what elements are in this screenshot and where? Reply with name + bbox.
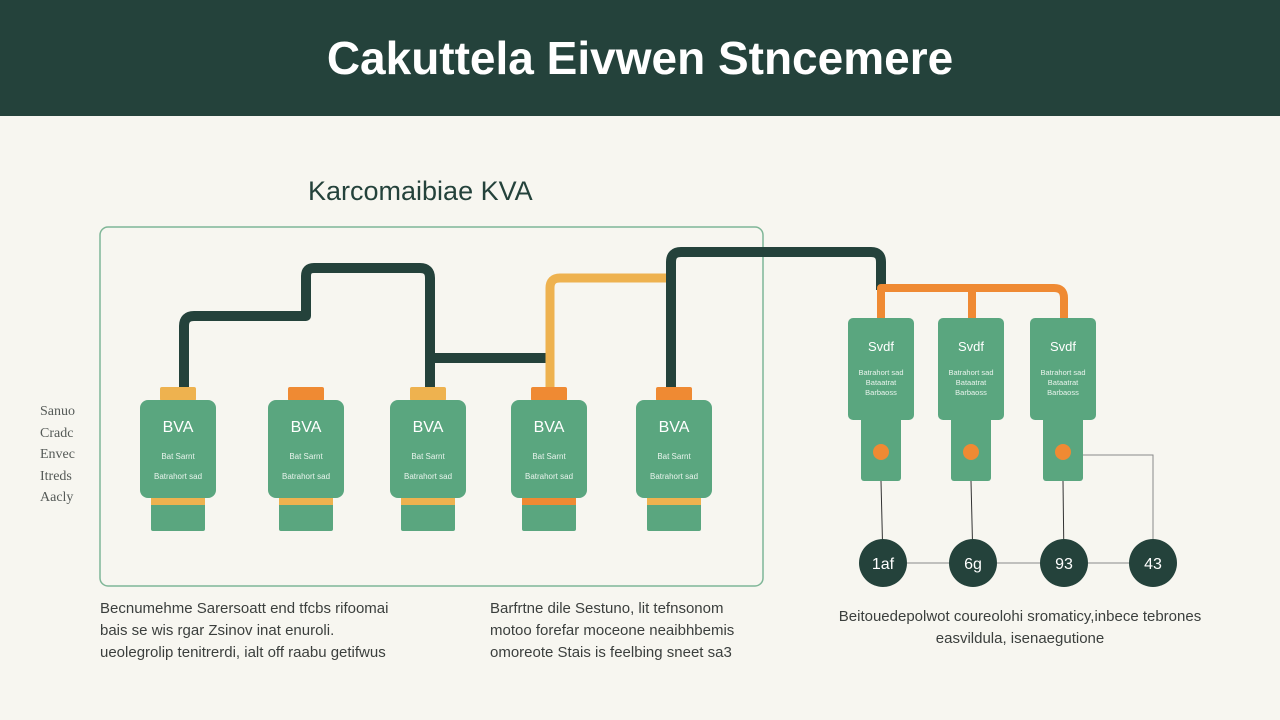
- diagram-title: Karcomaibiae KVA: [308, 176, 533, 206]
- unit-label: Svdf: [868, 339, 894, 354]
- module-label: BVA: [413, 419, 444, 436]
- node-circle: [949, 539, 997, 587]
- node-label: 6g: [964, 556, 982, 573]
- unit-sub-label: Batrahort sad: [1040, 368, 1085, 377]
- node-circle: [1040, 539, 1088, 587]
- unit-sub-label: Bataatrat: [866, 378, 897, 387]
- module-sub-label: Bat Sarnt: [161, 452, 195, 461]
- side-labels: Sanuo Cradc Envec Itreds Aacly: [40, 401, 75, 509]
- node-label: 93: [1055, 556, 1073, 573]
- module-sub-label: Batrahort sad: [404, 472, 452, 481]
- node: 1af: [859, 539, 907, 587]
- unit-indicator: [873, 444, 889, 460]
- module-sub-label: Batrahort sad: [282, 472, 330, 481]
- bus-line-orange: [877, 284, 1068, 320]
- module-cap: [160, 387, 196, 401]
- node-label: 43: [1144, 556, 1162, 573]
- side-label: Sanuo: [40, 404, 75, 419]
- node: 6g: [949, 539, 997, 587]
- module-body: [390, 400, 466, 498]
- module-band: [647, 496, 701, 505]
- caption-line: motoo forefar moceone neaibhbemis: [490, 622, 735, 639]
- node-circle: [1129, 539, 1177, 587]
- module-band: [522, 496, 576, 505]
- module-sub-label: Bat Sarnt: [411, 452, 445, 461]
- caption-right: Beitouedepolwot coureolohi sromaticy,inb…: [800, 606, 1240, 650]
- caption-middle: Barfrtne dile Sestuno, lit tefnsonom mot…: [490, 598, 734, 664]
- module-label: BVA: [659, 419, 690, 436]
- header-bar: Cakuttela Eivwen Stncemere: [0, 0, 1280, 116]
- unit-sub-label: Barbaoss: [1047, 388, 1079, 397]
- side-label: Cradc: [40, 425, 74, 441]
- unit-body: [848, 318, 914, 420]
- module-cap: [410, 387, 446, 401]
- node-label: 1af: [872, 556, 895, 573]
- module-sub-label: Batrahort sad: [650, 472, 698, 481]
- module-cap: [656, 387, 692, 401]
- module-band: [151, 496, 205, 505]
- caption-left: Becnumehme Sarersoatt end tfcbs rifoomai…: [100, 598, 388, 664]
- unit-sub-label: Batrahort sad: [858, 368, 903, 377]
- unit-indicator: [1055, 444, 1071, 460]
- caption-line: bais se wis rgar Zsinov inat enuroli.: [100, 622, 335, 639]
- module-sub-label: Bat Sarnt: [289, 452, 323, 461]
- caption-line: Becnumehme Sarersoatt end tfcbs rifoomai: [100, 600, 389, 617]
- module-cap: [288, 387, 324, 401]
- module-sub-label: Batrahort sad: [525, 472, 573, 481]
- unit-sub-label: Barbaoss: [955, 388, 987, 397]
- module-band: [401, 496, 455, 505]
- unit-sub-label: Barbaoss: [865, 388, 897, 397]
- caption-line: ueolegrolip tenitrerdi, ialt off raabu g…: [100, 644, 386, 661]
- module-label: BVA: [163, 419, 194, 436]
- side-label: Itreds: [40, 468, 72, 484]
- module-sub-label: Bat Sarnt: [657, 452, 691, 461]
- unit-body: [938, 318, 1004, 420]
- module-body: [268, 400, 344, 498]
- module-body: [140, 400, 216, 498]
- module-sub-label: Bat Sarnt: [532, 452, 566, 461]
- module-body: [511, 400, 587, 498]
- unit-label: Svdf: [1050, 339, 1076, 354]
- module-label: BVA: [291, 419, 322, 436]
- page-title: Cakuttela Eivwen Stncemere: [326, 32, 954, 84]
- module-band: [279, 496, 333, 505]
- unit-sub-label: Bataatrat: [956, 378, 987, 387]
- bus-line-dark-left: [179, 263, 435, 390]
- node-connector: [1083, 454, 1154, 563]
- unit-indicator: [963, 444, 979, 460]
- unit-body: [1030, 318, 1096, 420]
- unit-label: Svdf: [958, 339, 984, 354]
- node: 93: [1040, 539, 1088, 587]
- module-label: BVA: [534, 419, 565, 436]
- caption-line: Barfrtne dile Sestuno, lit tefnsonom: [490, 600, 724, 617]
- group-frame: [99, 226, 764, 587]
- node-circle: [859, 539, 907, 587]
- module-cap: [531, 387, 567, 401]
- bus-line-dark-right: [666, 247, 886, 390]
- node: 43: [1129, 539, 1177, 587]
- side-label: Aacly: [40, 490, 74, 505]
- caption-line: omoreote Stais is feelbing sneet sa3: [490, 644, 732, 661]
- module-sub-label: Batrahort sad: [154, 472, 202, 481]
- unit-sub-label: Bataatrat: [1048, 378, 1079, 387]
- caption-line: Beitouedepolwot coureolohi sromaticy,inb…: [838, 608, 1202, 625]
- unit-sub-label: Batrahort sad: [948, 368, 993, 377]
- side-label: Envec: [40, 447, 75, 462]
- caption-line: easvildula, isenaegutione: [935, 630, 1105, 647]
- module-body: [636, 400, 712, 498]
- bus-line-yellow: [545, 273, 676, 390]
